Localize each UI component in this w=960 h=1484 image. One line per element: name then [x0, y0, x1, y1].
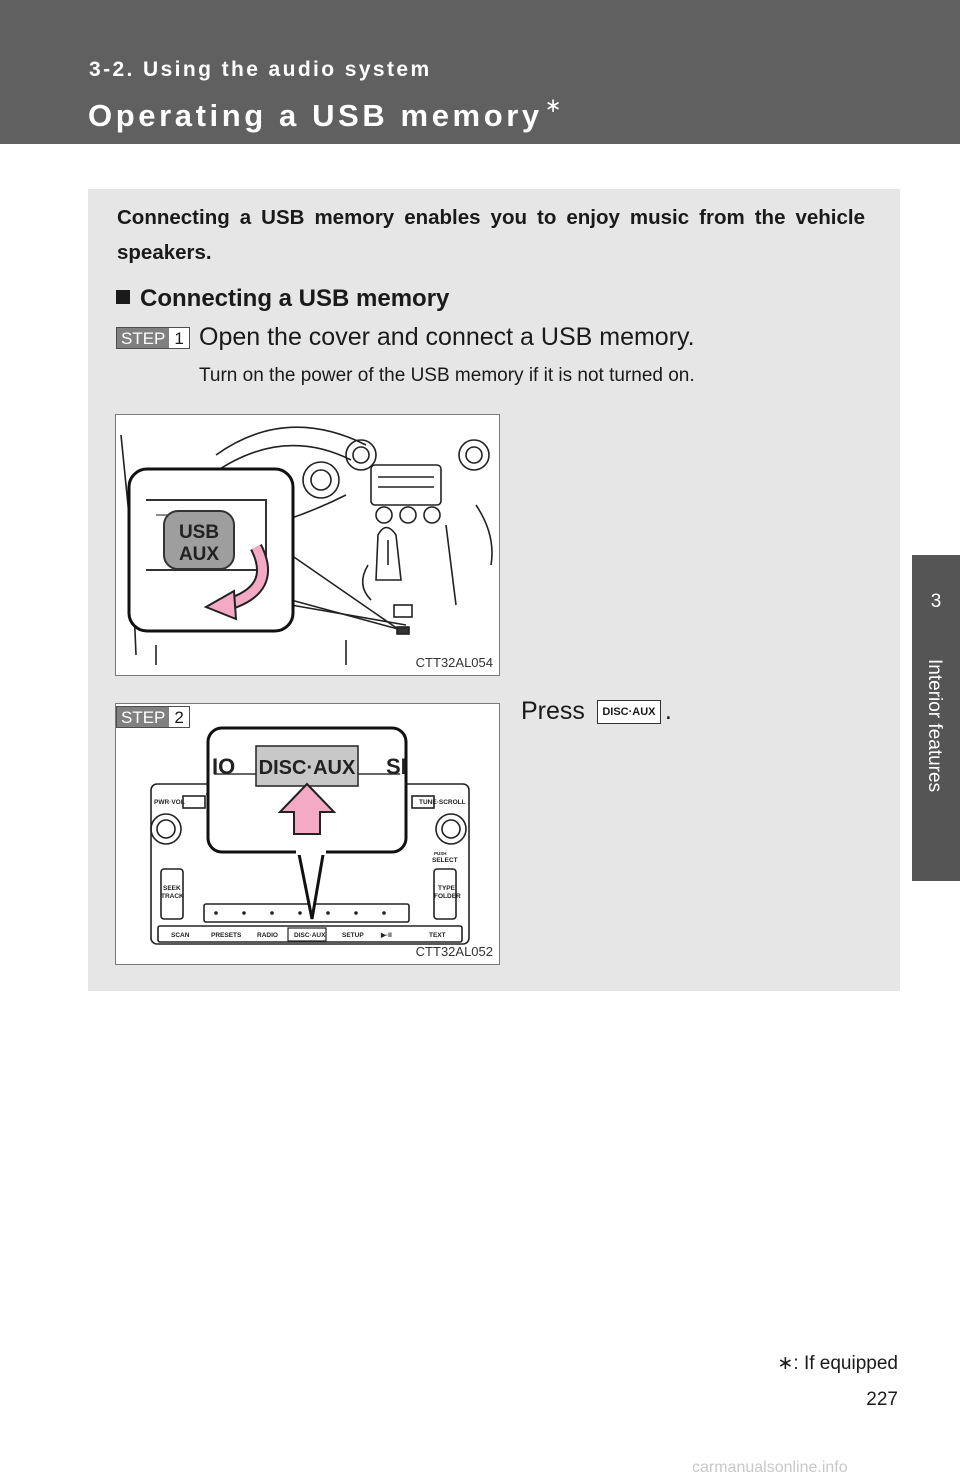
- radio-panel-figure: PWR·VOL TUNE·SCROLL PUSH SELECT SEEK TRA…: [115, 703, 500, 965]
- folder-label: FOLDER: [434, 893, 461, 900]
- step-1-badge: STEP 1: [116, 327, 190, 349]
- tune-scroll-label: TUNE·SCROLL: [419, 799, 466, 806]
- step-1-text: Open the cover and connect a USB memory.: [199, 323, 695, 351]
- disc-aux-button-label: DISC·AUX: [294, 932, 326, 939]
- presets-button-label: PRESETS: [211, 932, 242, 939]
- page-number: 227: [866, 1389, 898, 1410]
- scan-button-label: SCAN: [171, 932, 190, 939]
- period: .: [664, 697, 672, 725]
- step-2-badge: STEP 2: [116, 706, 190, 728]
- zoom-right-label: SI: [386, 754, 407, 779]
- intro-text: Connecting a USB memory enables you to e…: [117, 206, 865, 264]
- press-label: Press: [521, 697, 585, 725]
- aux-label: AUX: [179, 544, 219, 565]
- step-2-text: Press DISC·AUX .: [521, 697, 672, 726]
- seek-label: SEEK: [163, 885, 181, 892]
- dashboard-illustration: USB AUX: [120, 426, 493, 665]
- play-pause-button-label: ▶·II: [380, 932, 392, 939]
- subheading-text: Connecting a USB memory: [140, 285, 450, 312]
- chapter-number: 3: [930, 591, 942, 612]
- step-number: 1: [174, 329, 184, 348]
- chapter-label: Interior features: [924, 659, 945, 793]
- section-label: 3-2. Using the audio system: [89, 58, 432, 81]
- page-title: Operating a USB memory∗: [88, 93, 562, 134]
- radio-button-label: RADIO: [257, 932, 278, 939]
- chapter-tab-number[interactable]: 3: [912, 555, 960, 651]
- text-button-label: TEXT: [429, 932, 446, 939]
- step-word: STEP: [117, 328, 170, 348]
- pwr-vol-label: PWR·VOL: [154, 799, 185, 806]
- page-title-text: Operating a USB memory: [88, 98, 543, 133]
- figure-code: CTT32AL052: [415, 944, 493, 959]
- track-label: TRACK: [161, 893, 184, 900]
- push-label: PUSH: [434, 851, 447, 856]
- chapter-tab-label[interactable]: Interior features: [912, 651, 960, 881]
- square-bullet-icon: [116, 290, 130, 304]
- step-number: 2: [174, 708, 184, 727]
- select-label: SELECT: [432, 857, 458, 864]
- figure-code: CTT32AL054: [415, 655, 493, 670]
- radio-illustration: PWR·VOL TUNE·SCROLL PUSH SELECT SEEK TRA…: [150, 726, 470, 945]
- usb-port-figure: USB AUX CTT32AL054: [115, 414, 500, 676]
- watermark: carmanualsonline.info: [692, 1459, 848, 1476]
- step-1-note: Turn on the power of the USB memory if i…: [199, 365, 695, 386]
- zoom-left-label: IO: [212, 754, 235, 779]
- page-header: 3-2. Using the audio system Operating a …: [0, 0, 960, 144]
- title-asterisk: ∗: [544, 95, 562, 117]
- zoom-disc-aux-label: DISC·AUX: [259, 757, 356, 779]
- disc-aux-key-icon: DISC·AUX: [596, 699, 661, 724]
- setup-button-label: SETUP: [342, 932, 364, 939]
- type-label: TYPE: [438, 885, 456, 892]
- step-word: STEP: [117, 707, 170, 727]
- footnote: ∗: If equipped: [777, 1353, 898, 1374]
- subheading: Connecting a USB memory: [116, 285, 449, 313]
- usb-label: USB: [179, 522, 219, 543]
